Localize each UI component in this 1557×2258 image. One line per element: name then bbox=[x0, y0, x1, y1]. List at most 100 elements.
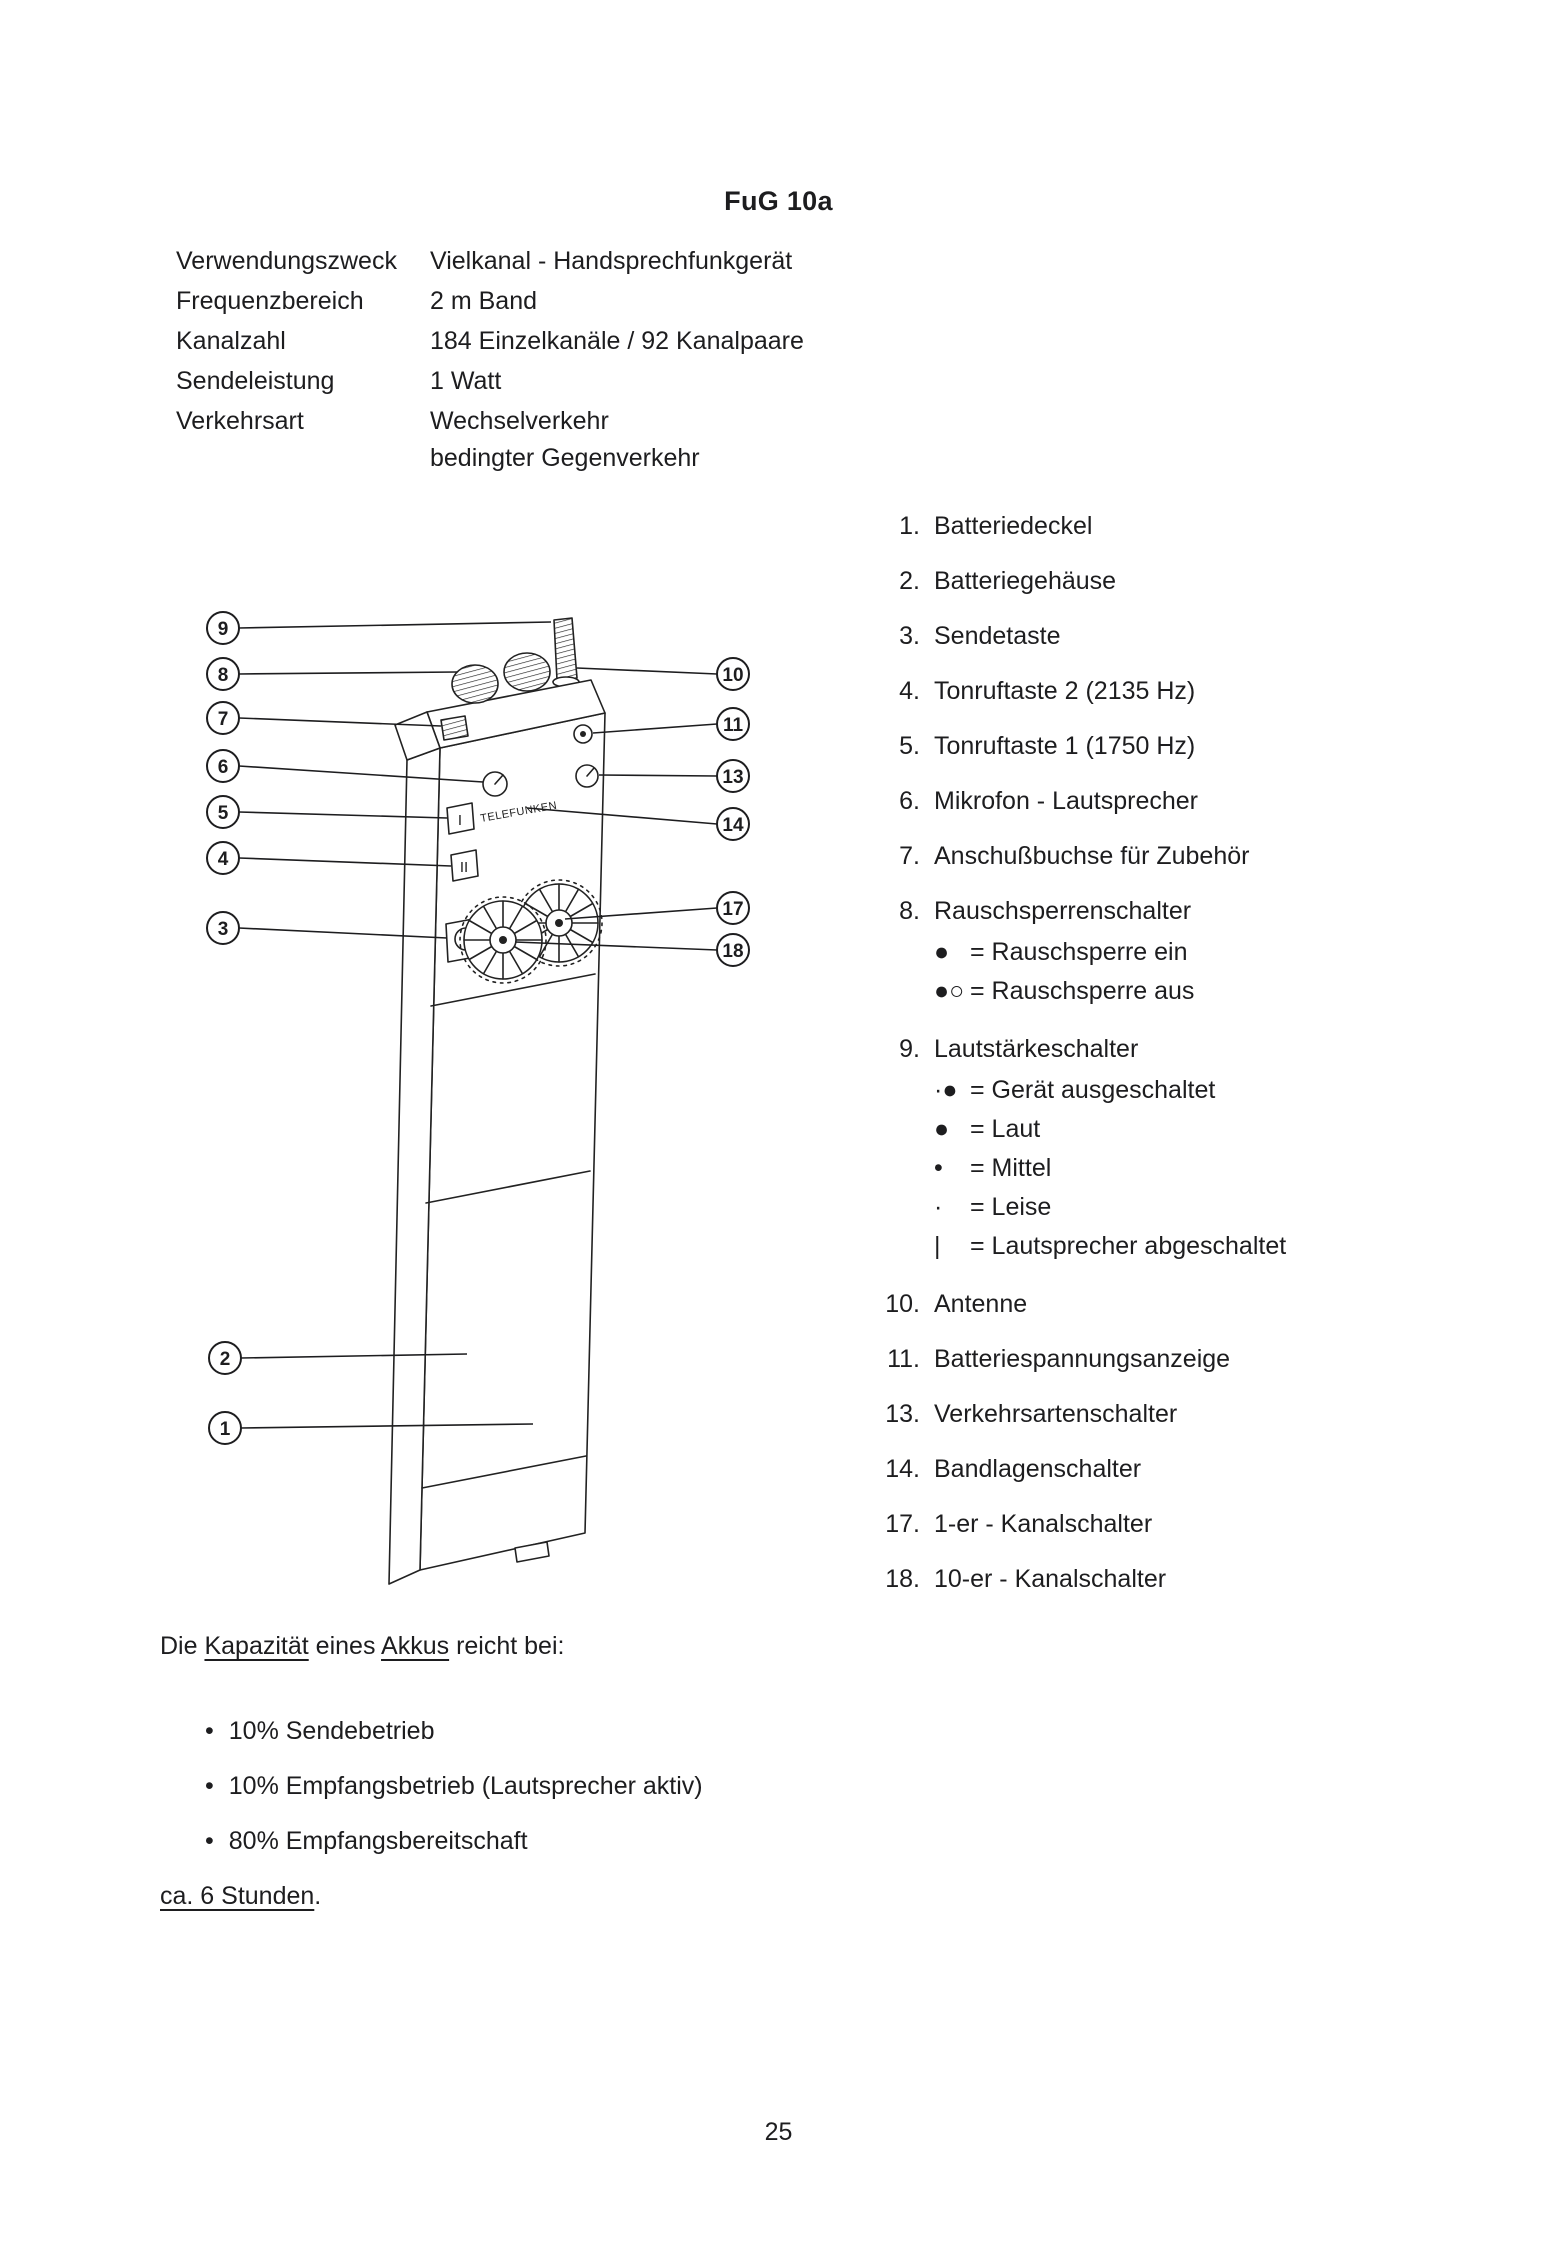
legend-item: 11. Batteriespannungsanzeige bbox=[868, 1343, 1468, 1376]
callout-1: 1 bbox=[208, 1411, 534, 1445]
spec-row: Sendeleistung 1 Watt bbox=[176, 361, 804, 401]
legend-item-label: Tonruftaste 1 (1750 Hz) bbox=[934, 732, 1196, 760]
legend-item: 3. Sendetaste bbox=[868, 620, 1468, 653]
page-title: FuG 10a bbox=[724, 186, 833, 216]
callout-4: 4 bbox=[206, 841, 452, 875]
legend-item-number: 10. bbox=[885, 1290, 920, 1318]
page-number: 25 bbox=[764, 2118, 793, 2146]
capacity-intro-underlined: Kapazität bbox=[204, 1632, 309, 1660]
callout-7-number: 7 bbox=[218, 709, 229, 730]
legend-item-number: 7. bbox=[899, 842, 920, 870]
legend-item-number: 4. bbox=[899, 677, 920, 705]
legend-item-label: Batteriegehäuse bbox=[934, 567, 1117, 595]
callout-2-number: 2 bbox=[220, 1349, 231, 1370]
legend-item: 13. Verkehrsartenschalter bbox=[868, 1398, 1468, 1431]
capacity-duration: ca. 6 Stunden. bbox=[160, 1880, 703, 1913]
legend-list: 1. Batteriedeckel 2. Batteriegehäuse 3. … bbox=[868, 510, 1468, 1618]
callout-7: 7 bbox=[206, 701, 442, 735]
bullet-icon: • bbox=[205, 1717, 214, 1745]
legend-sub-list: ● = Rauschsperre ein ●○ = Rauschsperre a… bbox=[934, 933, 1194, 1011]
capacity-intro-text: eines bbox=[315, 1632, 376, 1660]
spec-value: Vielkanal - Handsprechfunkgerät bbox=[430, 247, 793, 275]
bullet-icon: • bbox=[205, 1827, 214, 1855]
legend-sub-item: · = Leise bbox=[934, 1188, 1286, 1227]
callout-6: 6 bbox=[206, 749, 484, 783]
capacity-bullet-item: • 10% Empfangsbetrieb (Lautsprecher akti… bbox=[160, 1770, 703, 1803]
spec-label: Kanalzahl bbox=[176, 327, 286, 355]
bullet-icon: • bbox=[205, 1772, 214, 1800]
callout-11: 11 bbox=[592, 707, 750, 741]
capacity-intro-text: Die bbox=[160, 1632, 198, 1660]
callout-17: 17 bbox=[564, 891, 750, 925]
legend-item-number: 9. bbox=[899, 1035, 920, 1063]
spec-value: 1 Watt bbox=[430, 367, 502, 395]
callout-9: 9 bbox=[206, 611, 552, 645]
spec-label: Verkehrsart bbox=[176, 407, 304, 435]
callout-11-number: 11 bbox=[723, 715, 744, 736]
legend-item-label: Tonruftaste 2 (2135 Hz) bbox=[934, 677, 1196, 705]
callout-18: 18 bbox=[514, 933, 750, 967]
callout-3-number: 3 bbox=[218, 919, 229, 940]
spec-value: Wechselverkehr bbox=[430, 407, 609, 435]
legend-item-number: 14. bbox=[885, 1455, 920, 1483]
legend-sub-item: • = Mittel bbox=[934, 1149, 1286, 1188]
callout-4-number: 4 bbox=[218, 849, 229, 870]
legend-sub-item: ● = Laut bbox=[934, 1110, 1286, 1149]
squelch-knob bbox=[451, 664, 499, 704]
callout-14: 14 bbox=[526, 807, 750, 841]
capacity-bullet-text: 10% Sendebetrieb bbox=[228, 1717, 435, 1745]
callout-10-number: 10 bbox=[722, 665, 743, 686]
capacity-bullet-text: 10% Empfangsbetrieb (Lautsprecher aktiv) bbox=[228, 1772, 703, 1800]
legend-item: 4. Tonruftaste 2 (2135 Hz) bbox=[868, 675, 1468, 708]
legend-item-label: Batteriespannungsanzeige bbox=[934, 1345, 1231, 1373]
volume-knob bbox=[503, 652, 551, 692]
legend-item-label: Lautstärkeschalter bbox=[934, 1035, 1139, 1063]
spec-row: bedingter Gegenverkehr bbox=[176, 441, 804, 475]
spec-label: Frequenzbereich bbox=[176, 287, 364, 315]
capacity-intro-text: reicht bei: bbox=[456, 1632, 565, 1660]
callout-3: 3 bbox=[206, 911, 448, 945]
spec-label: Sendeleistung bbox=[176, 367, 335, 395]
capacity-bullet-item: • 10% Sendebetrieb bbox=[160, 1715, 703, 1748]
legend-sub-list: ·● = Gerät ausgeschaltet ● = Laut • = Mi… bbox=[934, 1071, 1286, 1266]
spec-label: Verwendungszweck bbox=[176, 247, 397, 275]
capacity-intro-underlined: Akkus bbox=[381, 1632, 450, 1660]
legend-item-label: Verkehrsartenschalter bbox=[934, 1400, 1178, 1428]
legend-item-label: Anschußbuchse für Zubehör bbox=[934, 842, 1250, 870]
callout-5: 5 bbox=[206, 795, 448, 829]
capacity-intro: Die Kapazität eines Akkus reicht bei: bbox=[160, 1630, 703, 1663]
battery-indicator bbox=[573, 724, 593, 744]
spec-table: Verwendungszweck Vielkanal - Handsprechf… bbox=[176, 241, 804, 475]
legend-sub-text: = Rauschsperre aus bbox=[970, 977, 1195, 1005]
legend-item-label: Batteriedeckel bbox=[934, 512, 1093, 540]
legend-item: 1. Batteriedeckel bbox=[868, 510, 1468, 543]
spec-label bbox=[176, 441, 430, 475]
legend-item-number: 13. bbox=[885, 1400, 920, 1428]
legend-item-number: 3. bbox=[899, 622, 920, 650]
channel-dial-1 bbox=[459, 896, 547, 984]
legend-item: 9. Lautstärkeschalter ·● = Gerät ausgesc… bbox=[868, 1033, 1468, 1266]
legend-item-number: 11. bbox=[887, 1345, 920, 1373]
legend-item: 6. Mikrofon - Lautsprecher bbox=[868, 785, 1468, 818]
legend-item: 17. 1-er - Kanalschalter bbox=[868, 1508, 1468, 1541]
antenna bbox=[552, 617, 580, 688]
spec-row: Verwendungszweck Vielkanal - Handsprechf… bbox=[176, 241, 804, 281]
legend-item-number: 5. bbox=[899, 732, 920, 760]
callout-14-number: 14 bbox=[722, 815, 744, 836]
switch-position-icon: | bbox=[934, 1232, 941, 1260]
callout-5-number: 5 bbox=[218, 803, 229, 824]
spec-row: Kanalzahl 184 Einzelkanäle / 92 Kanalpaa… bbox=[176, 321, 804, 361]
tone-button-1: I bbox=[446, 802, 475, 835]
capacity-bullet-text: 80% Empfangsbereitschaft bbox=[228, 1827, 528, 1855]
legend-sub-item: ·● = Gerät ausgeschaltet bbox=[934, 1071, 1286, 1110]
legend-item: 8. Rauschsperrenschalter ● = Rauschsperr… bbox=[868, 895, 1468, 1011]
callout-8: 8 bbox=[206, 657, 458, 691]
capacity-bullet-item: • 80% Empfangsbereitschaft bbox=[160, 1825, 703, 1858]
legend-item-number: 18. bbox=[885, 1565, 920, 1593]
tone-button-2-label: II bbox=[460, 859, 468, 876]
legend-item-number: 8. bbox=[899, 897, 920, 925]
legend-sub-text: = Lautsprecher abgeschaltet bbox=[970, 1232, 1287, 1260]
mic-speaker-knob bbox=[482, 771, 508, 797]
switch-position-icon: ● bbox=[934, 1115, 950, 1143]
spec-row: Frequenzbereich 2 m Band bbox=[176, 281, 804, 321]
